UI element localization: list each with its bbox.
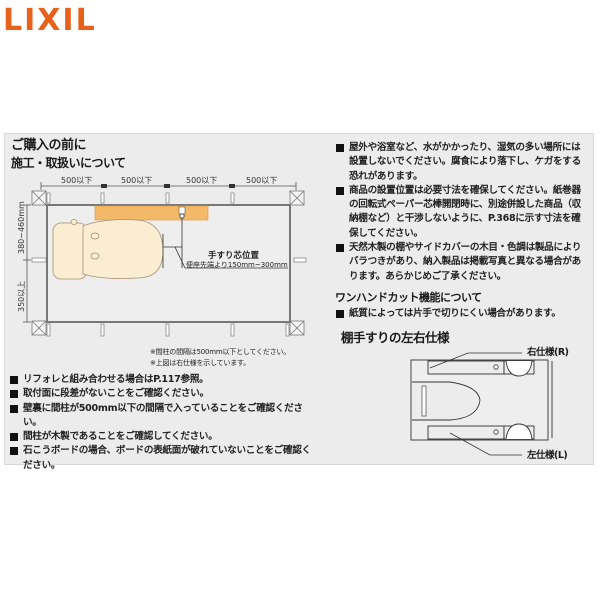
- installation-diagram: 500以下 500以下 500以下 500以下: [17, 176, 307, 337]
- square-bullet-icon: [10, 390, 18, 399]
- square-bullet-icon: [10, 447, 18, 456]
- handrail-center-detail: 便座先端より150mm~300mm: [186, 260, 288, 269]
- info-panel: ご購入の前に 施工・取扱いについて 500以下 500以下 500以下 500以…: [4, 133, 594, 471]
- right-spec-label: 右仕様(R): [527, 347, 569, 358]
- vertical-dim-bottom: 350以上: [17, 281, 26, 312]
- lr-spec-diagram: [410, 352, 553, 456]
- square-bullet-icon: [10, 376, 18, 384]
- lr-spec-title: 棚手すりの左右仕様: [341, 330, 450, 345]
- bullet-item: 取付面に段差がないことをご確認ください。: [9, 387, 314, 401]
- section-title-before-purchase: ご購入の前に: [11, 138, 87, 153]
- bullet-item: 天然木製の棚やサイドカバーの木目・色調は製品によりバラつきがあり、納入製品は掲載…: [335, 241, 587, 284]
- vertical-dim-top: 380~460mm: [17, 201, 26, 254]
- bullet-item: リフォレと組み合わせる場合はP.117参照。: [9, 373, 314, 387]
- square-bullet-icon: [10, 433, 18, 442]
- spacing-label-4: 500以下: [246, 176, 277, 185]
- bullet-item: 屋外や浴室など、水がかかったり、湿気の多い場所には設置しないでください。腐食によ…: [335, 141, 587, 184]
- spacing-label-1: 500以下: [61, 176, 92, 185]
- note-stud-spacing: ※間柱の間隔は500mm以下としてください。: [150, 348, 291, 356]
- lixil-logo: LIXIL: [3, 3, 97, 38]
- shelf-shape: [94, 205, 209, 221]
- onehand-cut-bullets: 紙質によっては片手で切りにくい場合があります。: [335, 307, 587, 321]
- square-bullet-icon: [336, 144, 344, 152]
- toilet-shape: [52, 219, 164, 280]
- section-subtitle-installation: 施工・取扱いについて: [11, 156, 126, 170]
- toilet-outline: [412, 381, 481, 421]
- bullet-item: 間柱が木製であることをご確認してください。: [9, 430, 314, 444]
- caution-bullets: 屋外や浴室など、水がかかったり、湿気の多い場所には設置しないでください。腐食によ…: [335, 141, 587, 284]
- square-bullet-icon: [336, 244, 344, 253]
- square-bullet-icon: [10, 404, 18, 413]
- square-bullet-icon: [336, 186, 344, 195]
- bullet-item: 壁裏に間柱が500mm以下の間隔で入っていることをご確認ください。: [9, 402, 314, 431]
- installation-bullets: リフォレと組み合わせる場合はP.117参照。 取付面に段差がないことをご確認くだ…: [9, 373, 314, 473]
- spacing-label-3: 500以下: [186, 176, 217, 185]
- bullet-item: 石こうボードの場合、ボードの表紙面が破れていないことをご確認ください。: [9, 444, 314, 473]
- note-right-spec: ※上図は右仕様を示しています。: [150, 359, 250, 367]
- left-spec-label: 左仕様(L): [527, 450, 568, 461]
- spacing-label-2: 500以下: [121, 176, 152, 185]
- onehand-cut-title: ワンハンドカット機能について: [335, 291, 482, 304]
- bullet-item: 紙質によっては片手で切りにくい場合があります。: [335, 307, 587, 321]
- bullet-item: 商品の設置位置は必要寸法を確保してください。紙巻器の回転式ペーパー芯棒開閉時に、…: [335, 184, 587, 241]
- square-bullet-icon: [336, 310, 344, 318]
- handrail-center-label: 手すり芯位置: [208, 250, 260, 261]
